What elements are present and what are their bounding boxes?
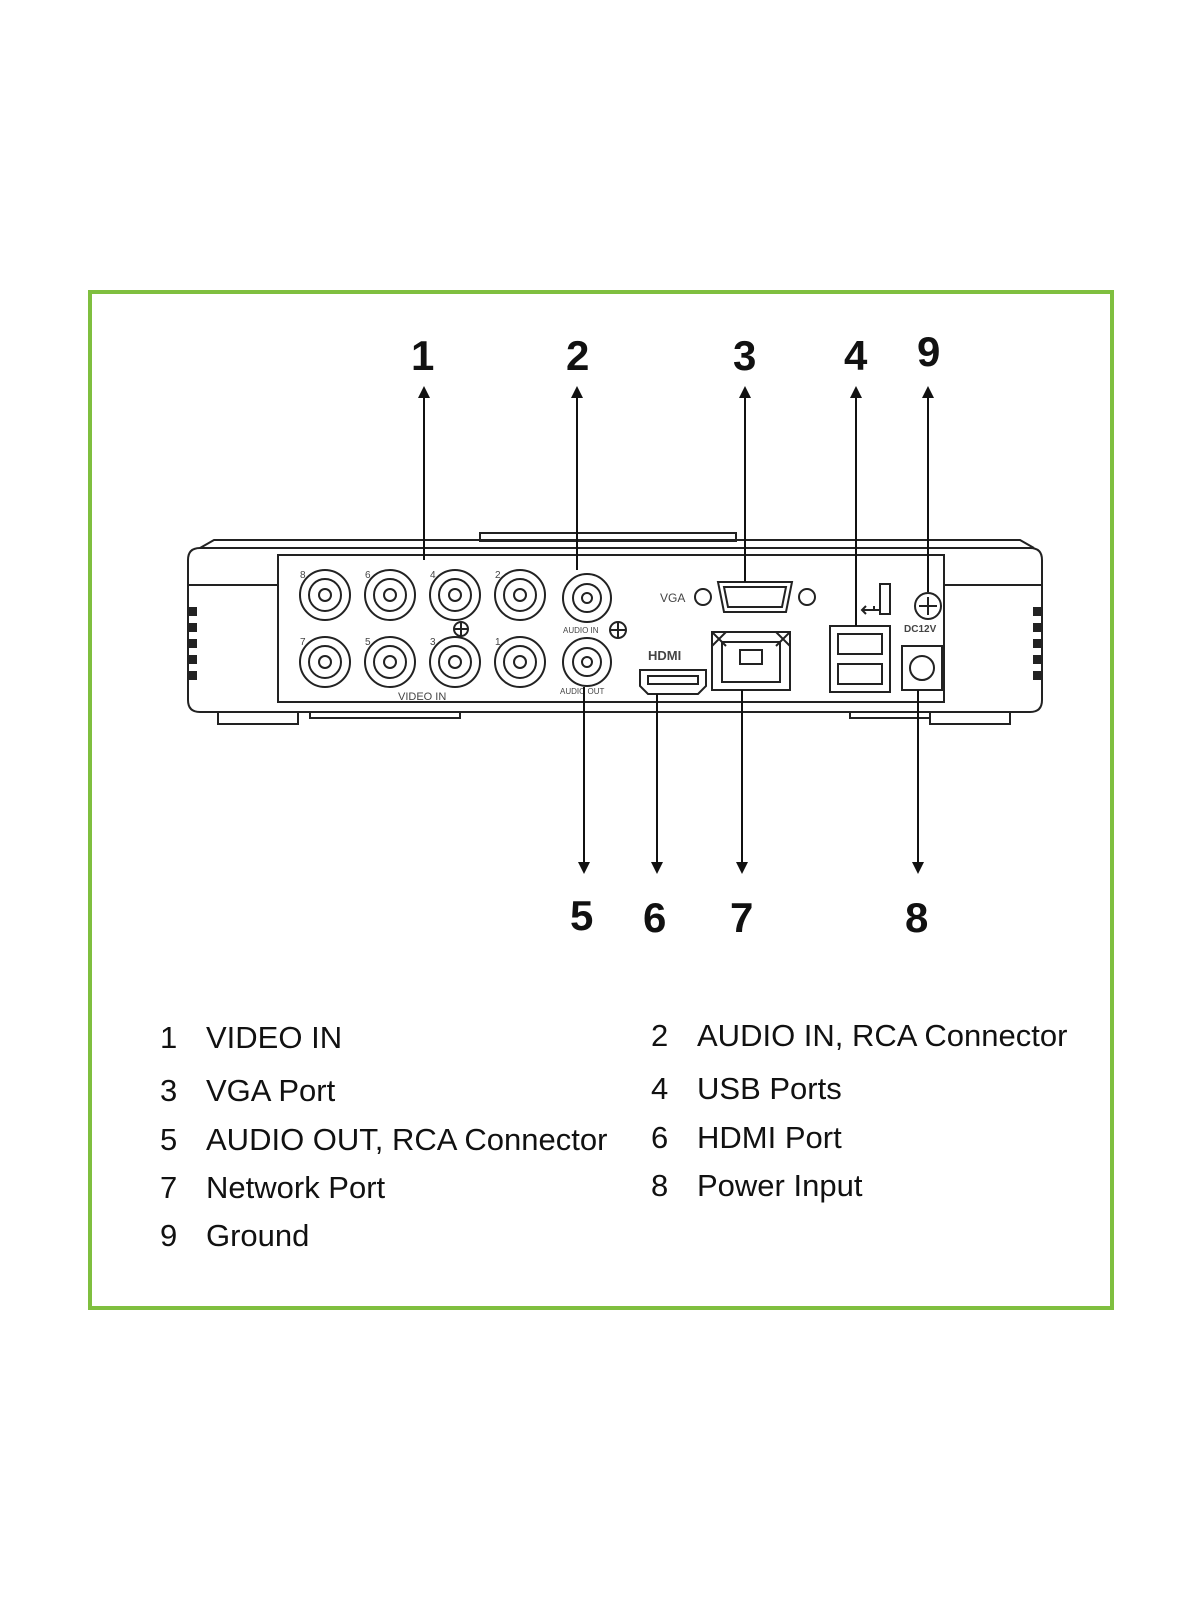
callout-lines [418, 386, 934, 874]
bnc-connector [494, 569, 546, 621]
audio-connectors [562, 573, 627, 687]
legend-text: Ground [206, 1218, 310, 1253]
legend-number: 7 [160, 1170, 178, 1205]
legend-item: 3 VGA Port [160, 1073, 335, 1109]
dvr-rear-panel-diagram: 8 6 4 2 7 5 3 1 VIDEO IN AUDIO IN AUDIO … [187, 328, 1043, 941]
callout-3: 3 [733, 332, 756, 379]
audio-in-rca [562, 573, 612, 623]
channel-label: 5 [365, 637, 371, 648]
legend-item: 7 Network Port [160, 1170, 385, 1206]
legend-number: 4 [651, 1071, 669, 1106]
legend-item: 5 AUDIO OUT, RCA Connector [160, 1122, 607, 1158]
channel-label: 8 [300, 570, 306, 581]
hdmi-connector [639, 669, 707, 695]
diagram-frame [88, 290, 1114, 1310]
callout-7: 7 [730, 894, 753, 941]
vga-panel-label: VGA [660, 591, 685, 605]
hdmi-panel-label: HDMI [648, 648, 681, 663]
channel-label: 1 [495, 637, 501, 648]
audio-in-panel-label: AUDIO IN [563, 626, 599, 635]
callout-5: 5 [570, 892, 593, 939]
legend-text: USB Ports [697, 1071, 842, 1106]
channel-label: 4 [430, 570, 436, 581]
dc-panel-label: DC12V [904, 624, 937, 635]
legend-item: 6 HDMI Port [651, 1120, 842, 1156]
usb-symbol-icon [860, 605, 880, 615]
channel-labels: 8 6 4 2 7 5 3 1 VIDEO IN [300, 570, 501, 703]
legend-text: AUDIO IN, RCA Connector [697, 1018, 1068, 1053]
power-input [901, 645, 943, 691]
bnc-connector [299, 636, 351, 688]
legend: 1 VIDEO IN 2 AUDIO IN, RCA Connector 3 VGA … [160, 1010, 1080, 1260]
legend-number: 2 [651, 1018, 669, 1053]
legend-number: 9 [160, 1218, 178, 1253]
bnc-connector [494, 636, 546, 688]
video-in-panel-label: VIDEO IN [398, 691, 446, 703]
legend-number: 8 [651, 1168, 669, 1203]
ground-screw-icon [914, 592, 942, 620]
callout-4: 4 [844, 332, 868, 379]
bnc-connector [299, 569, 351, 621]
audio-out-panel-label: AUDIO OUT [560, 687, 605, 696]
legend-text: AUDIO OUT, RCA Connector [206, 1122, 608, 1157]
legend-text: Power Input [697, 1168, 863, 1203]
callout-2: 2 [566, 332, 589, 379]
legend-text: VIDEO IN [206, 1020, 343, 1055]
legend-item: 2 AUDIO IN, RCA Connector [651, 1018, 1067, 1054]
callout-numbers: 1 2 3 4 9 5 6 7 8 [411, 328, 940, 941]
channel-label: 2 [495, 570, 501, 581]
channel-label: 3 [430, 637, 436, 648]
network-port [711, 631, 791, 691]
legend-number: 5 [160, 1122, 178, 1157]
legend-text: HDMI Port [697, 1120, 842, 1155]
video-in-connectors [299, 569, 546, 688]
legend-text: VGA Port [206, 1073, 336, 1108]
ground-screw-small-icon [609, 621, 627, 639]
bnc-connector [364, 636, 416, 688]
legend-number: 1 [160, 1020, 178, 1055]
legend-item: 8 Power Input [651, 1168, 862, 1204]
bnc-connector [364, 569, 416, 621]
channel-label: 7 [300, 637, 306, 648]
bnc-connector [429, 569, 481, 621]
legend-number: 3 [160, 1073, 178, 1108]
legend-item: 4 USB Ports [651, 1071, 842, 1107]
callout-9: 9 [917, 328, 940, 375]
legend-number: 6 [651, 1120, 669, 1155]
callout-6: 6 [643, 894, 666, 941]
ground-screw-small-icon [453, 621, 469, 637]
legend-text: Network Port [206, 1170, 386, 1205]
audio-out-rca [562, 637, 612, 687]
bnc-connector [429, 636, 481, 688]
callout-1: 1 [411, 332, 434, 379]
usb-ports [829, 583, 891, 693]
channel-label: 6 [365, 570, 371, 581]
vga-connector [694, 581, 816, 613]
callout-8: 8 [905, 894, 928, 941]
dvr-device [187, 532, 1043, 725]
legend-item: 1 VIDEO IN [160, 1020, 342, 1056]
legend-item: 9 Ground [160, 1218, 309, 1254]
